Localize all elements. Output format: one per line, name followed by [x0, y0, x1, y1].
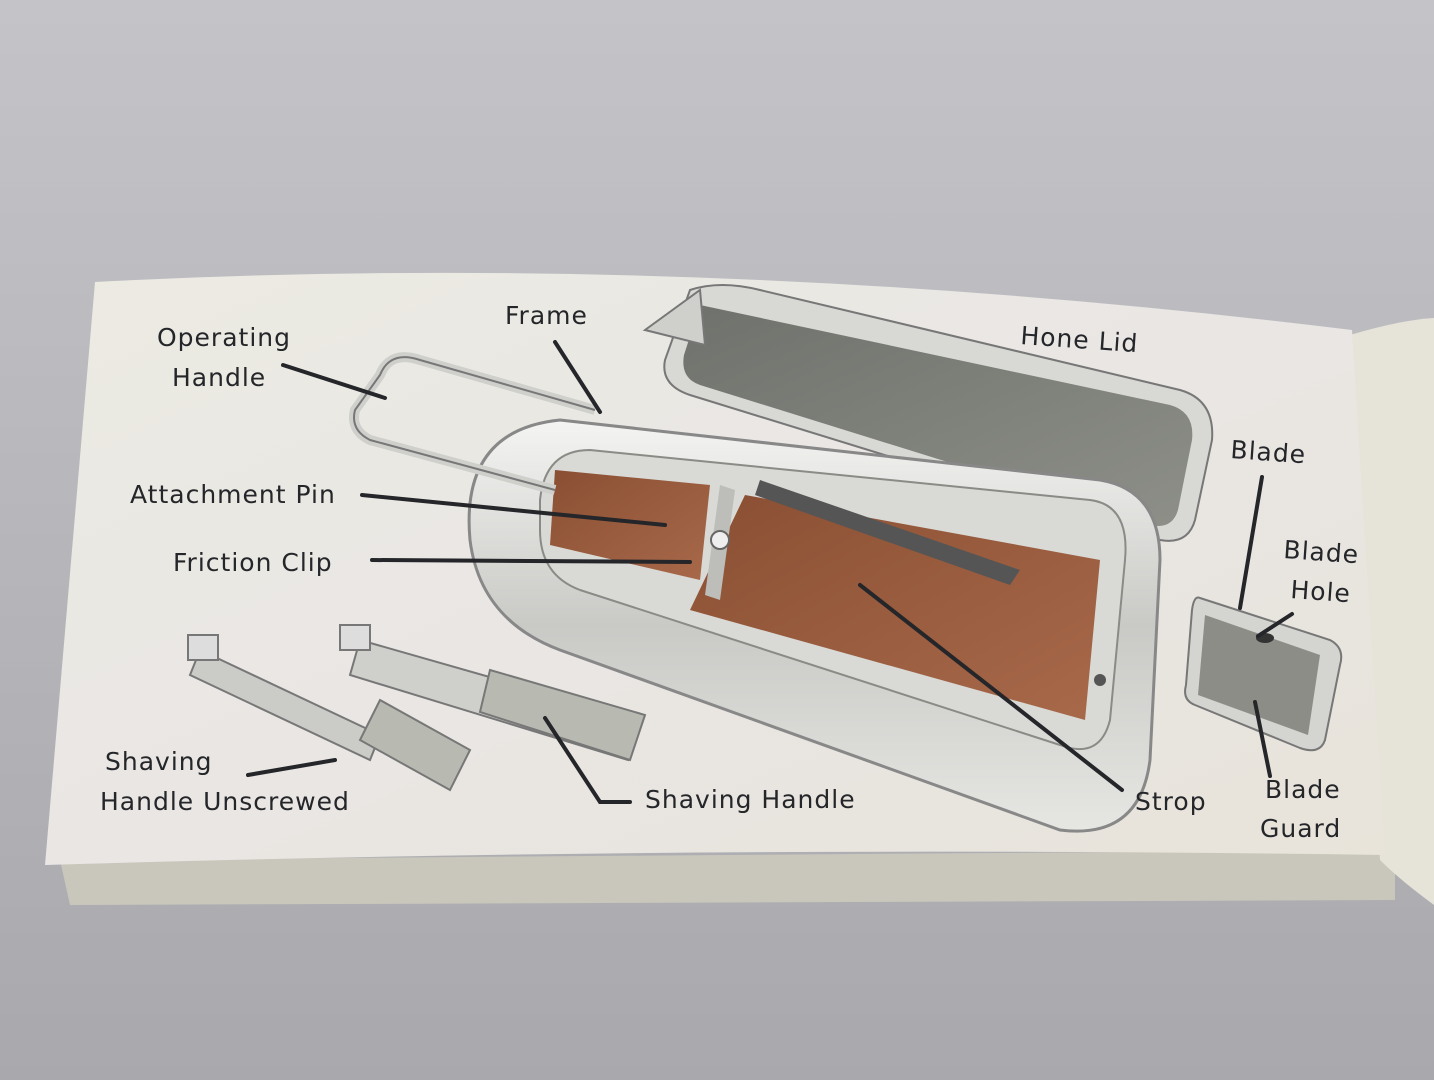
lower-pages [60, 850, 1395, 905]
label-blade-hole-line1: Blade [1283, 535, 1361, 569]
label-blade-guard-line2: Guard [1260, 814, 1341, 843]
label-strop: Strop [1135, 787, 1207, 816]
label-shaving-handle-unscrewed-line1: Shaving [105, 747, 213, 776]
label-shaving-handle: Shaving Handle [645, 785, 856, 814]
label-frame: Frame [505, 301, 588, 330]
label-blade-guard-line1: Blade [1265, 775, 1341, 804]
blade-illustration [1184, 596, 1343, 752]
right-page [1350, 318, 1434, 905]
label-attachment-pin: Attachment Pin [130, 480, 336, 509]
label-blade-hole-line2: Hole [1290, 575, 1352, 608]
label-blade: Blade [1230, 435, 1308, 469]
shaving-handles-illustration [187, 624, 647, 792]
label-operating-handle-line1: Operating [157, 323, 291, 352]
leader-lines [246, 340, 1294, 804]
label-operating-handle-line2: Handle [172, 363, 266, 392]
label-shaving-handle-unscrewed-line2: Handle Unscrewed [100, 787, 350, 816]
label-friction-clip: Friction Clip [173, 548, 333, 577]
